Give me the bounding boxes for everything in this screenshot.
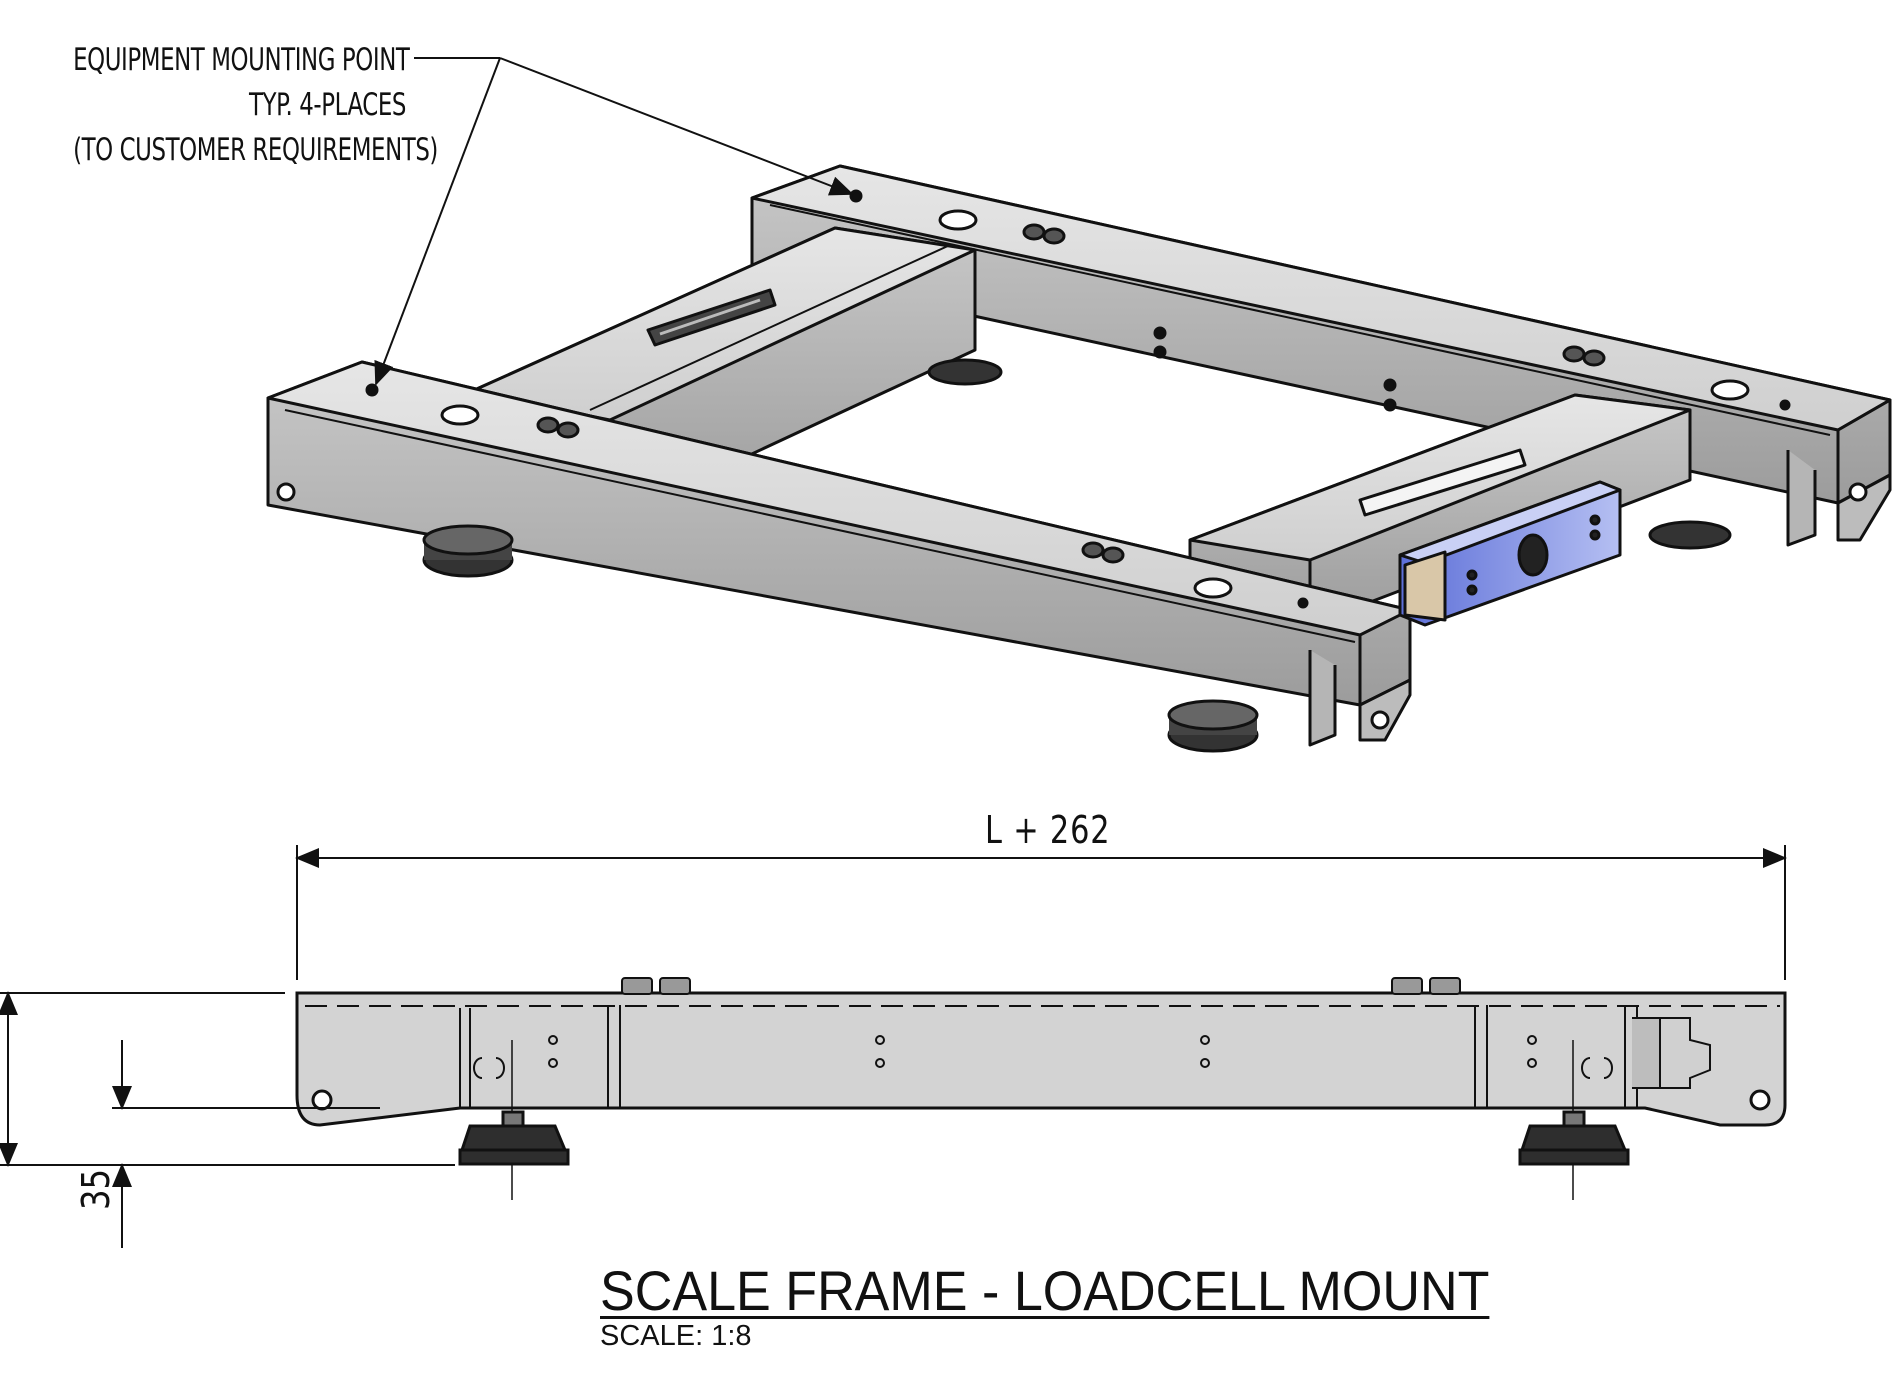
side-bolts xyxy=(621,977,1461,995)
rail-bolts xyxy=(536,223,1606,564)
callout-leaders xyxy=(374,57,854,386)
side-feet xyxy=(458,1110,1630,1166)
mounting-point-callout: EQUIPMENT MOUNTING POINT TYP. 4-PLACES (… xyxy=(0,38,438,173)
side-holes xyxy=(311,1035,1771,1200)
side-elevation xyxy=(295,977,1787,1200)
load-cell xyxy=(1398,480,1622,627)
rail-holes xyxy=(365,189,1791,609)
callout-line-3: (TO CUSTOMER REQUIREMENTS) xyxy=(73,132,438,168)
side-loadcell xyxy=(1632,1017,1711,1089)
levelling-feet xyxy=(422,358,1732,753)
length-dimension-label: L + 262 xyxy=(985,808,1111,852)
side-frame xyxy=(295,991,1787,1127)
right-cross-member xyxy=(1188,393,1692,627)
dimension-lines xyxy=(0,845,1787,1248)
callout-line-2: TYP. 4-PLACES xyxy=(248,87,406,123)
isometric-view xyxy=(266,164,1892,753)
drawing-scale: SCALE: 1:8 xyxy=(600,1320,752,1352)
callout-line-1: EQUIPMENT MOUNTING POINT xyxy=(73,42,410,78)
foot-height-dimension-label: 35 xyxy=(74,1168,118,1210)
drawing-title: SCALE FRAME - LOADCELL MOUNT xyxy=(600,1259,1490,1322)
